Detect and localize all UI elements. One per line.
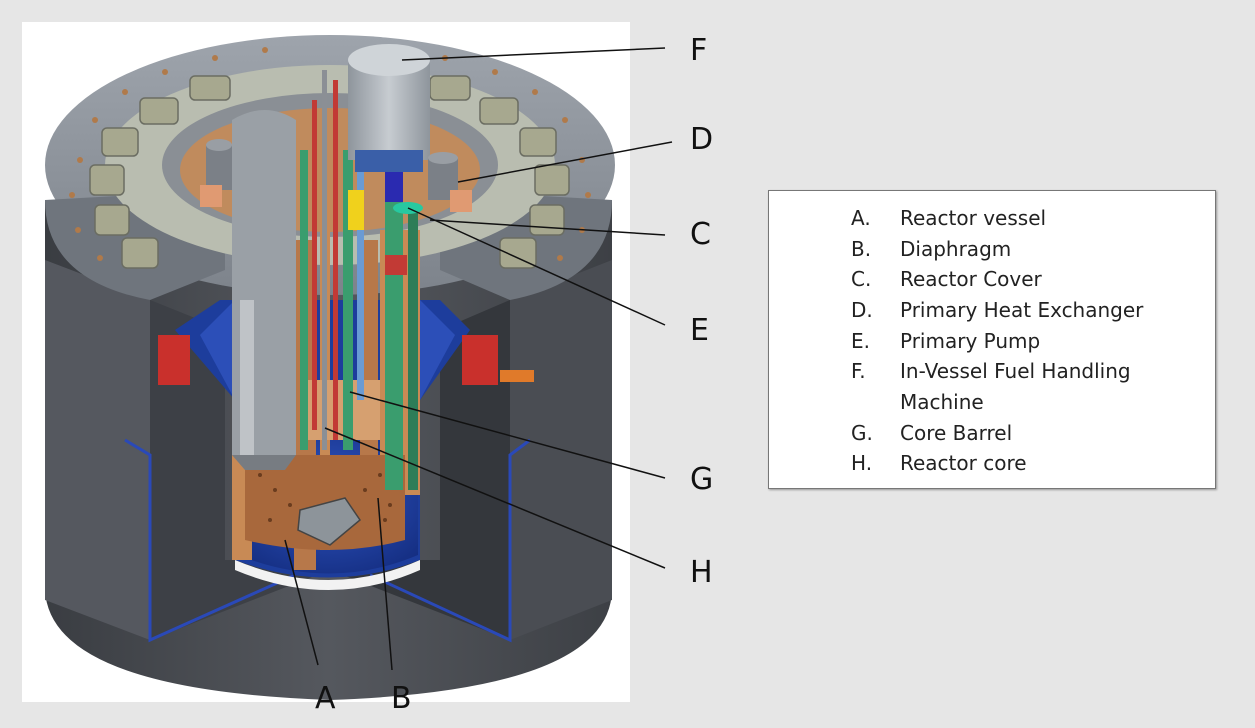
- callout-label-f: F: [690, 33, 708, 68]
- callout-label-g: G: [690, 462, 714, 497]
- legend-text: Reactor core: [900, 451, 1027, 475]
- callout-label-c: C: [690, 217, 711, 252]
- callout-label-b: B: [391, 681, 412, 716]
- deck-compartments: [89, 75, 570, 269]
- rotating-plug-column: [232, 110, 296, 470]
- legend-text-continuation: Machine: [900, 390, 984, 414]
- legend-key: D.: [851, 298, 873, 322]
- callout-label-d: D: [690, 122, 714, 157]
- legend-text: Diaphragm: [900, 237, 1012, 261]
- legend-item-e: E. Primary Pump: [769, 326, 1215, 356]
- fuel-handling-machine: [348, 44, 430, 172]
- legend-text: Reactor vessel: [900, 206, 1047, 230]
- top-deck-ring: [45, 35, 615, 300]
- legend-item-b: B. Diaphragm: [769, 234, 1215, 264]
- legend-box: A. Reactor vessel B. Diaphragm C. Reacto…: [768, 190, 1216, 489]
- legend-text: Reactor Cover: [900, 267, 1042, 291]
- legend-key: F.: [851, 359, 866, 383]
- legend-text: In-Vessel Fuel Handling: [900, 359, 1131, 383]
- legend-key: H.: [851, 451, 873, 475]
- legend-key: A.: [851, 206, 871, 230]
- legend-key: B.: [851, 237, 872, 261]
- callout-label-a: A: [315, 681, 336, 716]
- callout-leader-lines: [284, 47, 673, 671]
- legend-item-h: H. Reactor core: [769, 448, 1215, 478]
- callout-label-e: E: [690, 313, 709, 348]
- legend-item-c: C. Reactor Cover: [769, 264, 1215, 294]
- support-actuators: [158, 335, 534, 385]
- legend-item-f-continuation: Machine: [769, 387, 1215, 417]
- callout-label-h: H: [690, 555, 713, 590]
- legend-key: E.: [851, 329, 870, 353]
- legend-item-d: D. Primary Heat Exchanger: [769, 295, 1215, 325]
- legend-key: C.: [851, 267, 872, 291]
- legend-item-a: A. Reactor vessel: [769, 203, 1215, 233]
- legend-text: Primary Heat Exchanger: [900, 298, 1144, 322]
- legend-text: Primary Pump: [900, 329, 1041, 353]
- legend-text: Core Barrel: [900, 421, 1013, 445]
- legend-item-f: F. In-Vessel Fuel Handling: [769, 356, 1215, 386]
- legend-item-g: G. Core Barrel: [769, 418, 1215, 448]
- heat-exchangers: [200, 139, 472, 212]
- legend-key: G.: [851, 421, 873, 445]
